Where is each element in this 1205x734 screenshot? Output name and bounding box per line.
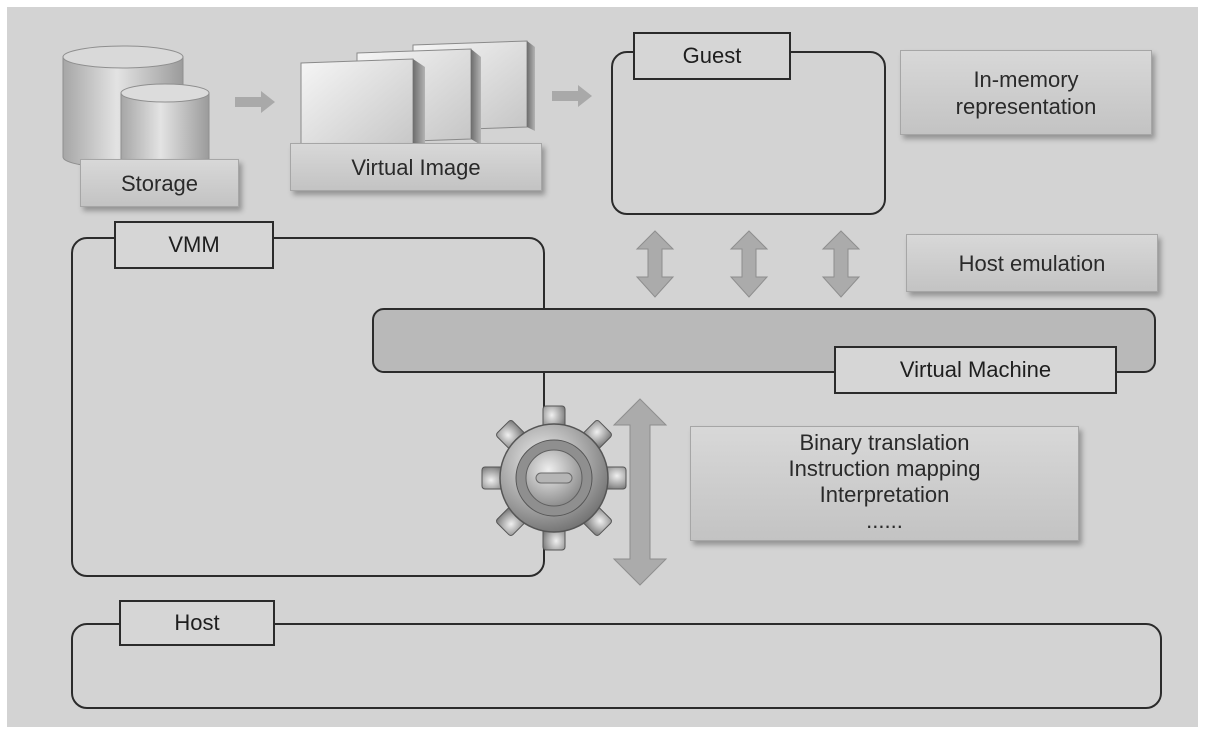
storage-label: Storage xyxy=(80,159,239,207)
arrow-right-icon xyxy=(235,91,275,113)
technique-item: Interpretation xyxy=(819,481,950,507)
disk-image-stack-icon xyxy=(300,40,535,155)
host-frame xyxy=(71,623,1162,709)
technique-item: Instruction mapping xyxy=(788,455,981,481)
technique-item: ...... xyxy=(866,507,903,533)
in-memory-representation-label: In-memory representation xyxy=(900,50,1152,135)
host-label: Host xyxy=(119,600,275,646)
virtual-image-label: Virtual Image xyxy=(290,143,542,191)
gear-icon xyxy=(481,405,627,551)
guest-label: Guest xyxy=(633,32,791,80)
vmm-label: VMM xyxy=(114,221,274,269)
vertical-double-arrow-icon xyxy=(612,398,668,586)
virtual-machine-label-text: Virtual Machine xyxy=(899,357,1052,382)
guest-label-text: Guest xyxy=(682,43,742,68)
arrow-right-icon xyxy=(552,85,592,107)
diagram-canvas: Storage xyxy=(7,7,1198,727)
vmm-label-text: VMM xyxy=(168,232,220,257)
database-icon xyxy=(62,45,210,183)
in-memory-line2: representation xyxy=(955,93,1097,119)
virtual-machine-label: Virtual Machine xyxy=(834,346,1117,394)
double-arrow-icon xyxy=(635,230,675,298)
double-arrow-icon xyxy=(821,230,861,298)
vmm-frame xyxy=(71,237,545,577)
double-arrow-icon xyxy=(729,230,769,298)
host-emulation-label: Host emulation xyxy=(906,234,1158,292)
virtual-image-label-text: Virtual Image xyxy=(351,154,481,180)
in-memory-line1: In-memory xyxy=(973,66,1079,92)
storage-label-text: Storage xyxy=(120,170,199,196)
technique-item: Binary translation xyxy=(799,429,970,455)
translation-techniques-panel: Binary translation Instruction mapping I… xyxy=(690,426,1079,541)
host-label-text: Host xyxy=(174,610,220,635)
host-emulation-label-text: Host emulation xyxy=(958,250,1106,276)
